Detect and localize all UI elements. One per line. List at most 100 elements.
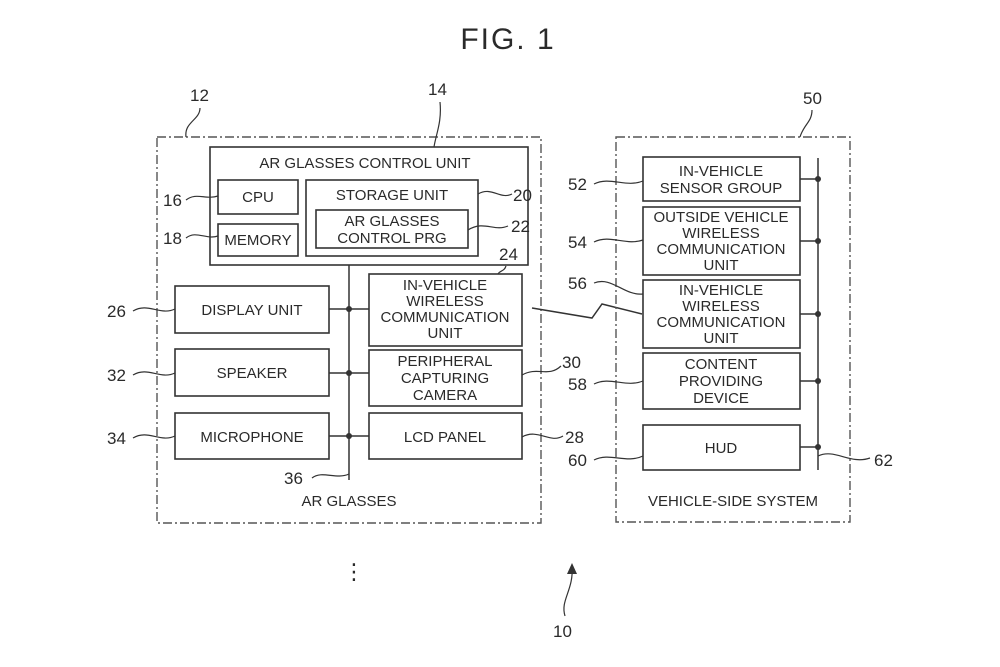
vehicle-comm-line-2: WIRELESS (682, 298, 760, 315)
control-prg-line-1: AR GLASSES (344, 213, 439, 230)
ref-52: 52 (568, 175, 587, 194)
ref-54: 54 (568, 233, 587, 252)
ref-22: 22 (511, 217, 530, 236)
ref-62: 62 (874, 451, 893, 470)
memory-box (217, 223, 299, 257)
lead-12 (185, 107, 201, 138)
vjunction-4 (815, 378, 821, 384)
lead-18 (185, 234, 219, 239)
ref-30: 30 (562, 353, 581, 372)
cpu-label: CPU (242, 189, 274, 206)
ref-58: 58 (568, 375, 587, 394)
control-unit-label: AR GLASSES CONTROL UNIT (259, 155, 470, 172)
vehicle-comm-line-3: COMMUNICATION (657, 314, 786, 331)
junction-3 (346, 433, 352, 439)
speaker-label: SPEAKER (217, 365, 288, 382)
ref-10: 10 (553, 622, 572, 641)
hud-label: HUD (705, 440, 738, 457)
ref-26: 26 (107, 302, 126, 321)
ref-32: 32 (107, 366, 126, 385)
junction-2 (346, 370, 352, 376)
camera-box (368, 349, 523, 407)
ref-14: 14 (428, 80, 447, 99)
vehicle-system-boundary (615, 136, 851, 523)
lead-34 (132, 434, 176, 439)
outside-comm-line-2: WIRELESS (682, 225, 760, 242)
lead-30 (521, 365, 562, 376)
ref-24: 24 (499, 245, 518, 264)
outside-comm-line-1: OUTSIDE VEHICLE (653, 209, 788, 226)
vehicle-comm-line-4: UNIT (704, 330, 739, 347)
lead-26 (132, 307, 176, 312)
vehicle-comm-line-1: IN-VEHICLE (679, 282, 763, 299)
storage-unit-label: STORAGE UNIT (336, 187, 448, 204)
ref-34: 34 (107, 429, 126, 448)
camera-line-1: PERIPHERAL (397, 353, 492, 370)
lead-50 (799, 109, 813, 138)
ref-16: 16 (163, 191, 182, 210)
vehicle-system-caption: VEHICLE-SIDE SYSTEM (648, 493, 818, 510)
content-device-box (642, 352, 801, 410)
lead-56 (593, 280, 644, 295)
content-line-3: DEVICE (693, 390, 749, 407)
ar-wireless-line-2: WIRELESS (406, 293, 484, 310)
lead-24 (497, 265, 507, 275)
hud-box (642, 424, 801, 471)
sensor-group-box (642, 156, 801, 202)
ref-56: 56 (568, 274, 587, 293)
lcd-panel-box (368, 412, 523, 460)
ar-wireless-line-4: UNIT (428, 325, 463, 342)
camera-line-3: CAMERA (413, 387, 477, 404)
lead-28 (521, 433, 564, 439)
microphone-box (174, 412, 330, 460)
sensor-line-1: IN-VEHICLE (679, 163, 763, 180)
cpu-box (217, 179, 299, 215)
lead-22 (467, 225, 509, 231)
ref-50: 50 (803, 89, 822, 108)
ar-wireless-line-3: COMMUNICATION (381, 309, 510, 326)
content-line-1: CONTENT (685, 356, 758, 373)
lead-14 (433, 101, 441, 148)
ref-60: 60 (568, 451, 587, 470)
ref-36: 36 (284, 469, 303, 488)
vjunction-2 (815, 238, 821, 244)
lcd-panel-label: LCD PANEL (404, 429, 486, 446)
lead-16 (185, 195, 219, 201)
ref-28: 28 (565, 428, 584, 447)
lead-52 (593, 180, 644, 185)
ar-wireless-line-1: IN-VEHICLE (403, 277, 487, 294)
microphone-label: MICROPHONE (200, 429, 303, 446)
memory-label: MEMORY (224, 232, 291, 249)
speaker-box (174, 348, 330, 397)
vjunction-1 (815, 176, 821, 182)
display-unit-label: DISPLAY UNIT (201, 302, 302, 319)
lead-32 (132, 371, 176, 376)
vjunction-5 (815, 444, 821, 450)
sensor-line-2: SENSOR GROUP (660, 180, 783, 197)
figure-title: FIG. 1 (460, 23, 555, 56)
lead-36 (311, 473, 350, 479)
ref-18: 18 (163, 229, 182, 248)
camera-line-2: CAPTURING (401, 370, 489, 387)
arrow-10 (567, 563, 577, 574)
control-prg-line-2: CONTROL PRG (337, 230, 446, 247)
outside-comm-line-4: UNIT (704, 257, 739, 274)
ref-20: 20 (513, 186, 532, 205)
ref-12: 12 (190, 86, 209, 105)
outside-comm-box (642, 206, 801, 276)
content-line-2: PROVIDING (679, 373, 763, 390)
wireless-link (531, 303, 643, 319)
ar-glasses-caption: AR GLASSES (301, 493, 396, 510)
lead-54 (593, 238, 644, 243)
lead-20 (477, 190, 513, 197)
lead-58 (593, 380, 644, 385)
outside-comm-line-3: COMMUNICATION (657, 241, 786, 258)
junction-1 (346, 306, 352, 312)
vehicle-wireless-comm-box (642, 279, 801, 349)
lead-60 (593, 455, 644, 461)
lead-62 (817, 453, 871, 461)
ellipsis-glyph: ⋮ (343, 559, 365, 584)
control-prg-box (315, 209, 469, 249)
ar-wireless-comm-box (368, 273, 523, 347)
